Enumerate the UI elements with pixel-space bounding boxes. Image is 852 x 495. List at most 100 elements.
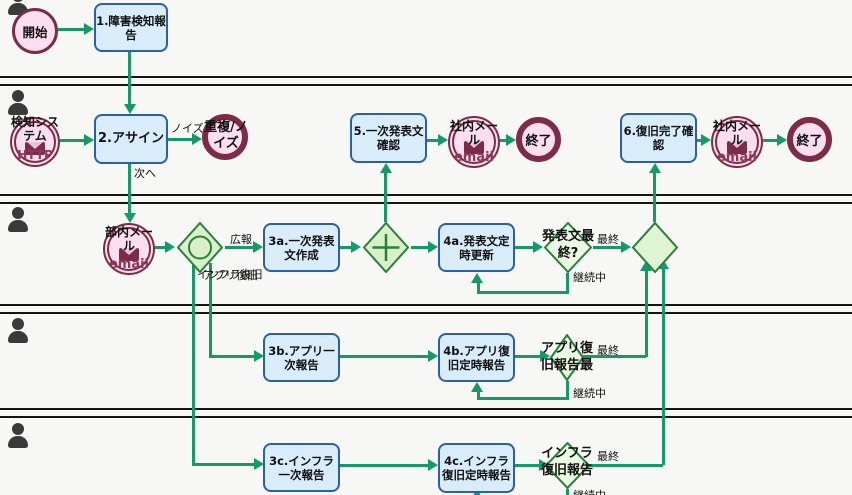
person-icon bbox=[6, 423, 30, 449]
flow-line bbox=[515, 464, 540, 467]
lane-divider-line bbox=[0, 76, 852, 78]
flow-line bbox=[653, 173, 656, 222]
person-icon bbox=[6, 90, 30, 116]
lane-divider-line bbox=[0, 304, 852, 306]
task-3c-infra-first-report[interactable]: 3c.インフラ 一次報告 bbox=[263, 443, 340, 492]
arrowhead bbox=[649, 163, 661, 173]
flow-line bbox=[763, 139, 778, 142]
arrowhead bbox=[380, 163, 392, 173]
flow-line bbox=[515, 246, 534, 249]
lane-divider-line bbox=[0, 84, 852, 86]
flow-line bbox=[384, 173, 387, 222]
arrowhead bbox=[253, 241, 263, 253]
flow-line bbox=[209, 355, 254, 358]
arrowhead bbox=[254, 350, 264, 362]
arrowhead bbox=[640, 261, 652, 271]
edge-label-pr: 広報 bbox=[230, 233, 252, 246]
envelope-icon bbox=[25, 141, 45, 155]
flow-line bbox=[697, 139, 702, 142]
arrowhead bbox=[351, 241, 361, 253]
arrowhead bbox=[540, 350, 550, 362]
flow-line bbox=[566, 489, 569, 495]
arrowhead bbox=[124, 104, 136, 114]
decision-gateway-app-recovery-final[interactable] bbox=[550, 334, 584, 381]
arrowhead bbox=[84, 134, 94, 146]
flow-line bbox=[566, 381, 569, 400]
flow-line bbox=[566, 273, 569, 294]
edge-label-next: 次へ bbox=[134, 167, 156, 180]
message-event-internal-mail-2[interactable] bbox=[711, 116, 763, 168]
envelope-icon bbox=[464, 140, 484, 154]
edge-label-branch-app: アプリ復旧 bbox=[203, 269, 258, 282]
lane-divider-line bbox=[0, 408, 852, 410]
task-4b-app-recovery-periodic-report[interactable]: 4b.アプリ復 旧定時報告 bbox=[438, 333, 515, 382]
task-5-first-announcement-check[interactable]: 5.一次発表文 確認 bbox=[350, 113, 427, 163]
edge-label-continue-a: 継続中 bbox=[573, 271, 606, 284]
flow-line bbox=[192, 463, 254, 466]
arrowhead bbox=[84, 23, 94, 35]
arrowhead bbox=[506, 134, 516, 146]
task-1-incident-detection-report[interactable]: 1.障害検知報 告 bbox=[94, 3, 168, 52]
message-event-detection-system[interactable] bbox=[10, 117, 60, 167]
end-event-1[interactable]: 終了 bbox=[516, 117, 561, 162]
inclusive-gateway-split[interactable] bbox=[177, 222, 223, 273]
flow-line bbox=[128, 52, 131, 104]
decision-gateway-infra-recovery-final[interactable] bbox=[545, 442, 590, 489]
flow-line bbox=[340, 355, 428, 358]
task-4a-announcement-periodic-update[interactable]: 4a.発表文定 時更新 bbox=[438, 223, 515, 272]
message-event-internal-mail-1[interactable] bbox=[448, 116, 500, 168]
plus-icon bbox=[372, 234, 400, 261]
start-event[interactable]: 開始 bbox=[12, 8, 58, 54]
end-event-duplicate-noise[interactable] bbox=[202, 114, 248, 160]
arrowhead bbox=[428, 241, 438, 253]
flow-line bbox=[477, 283, 480, 293]
end-event-label: 終了 bbox=[525, 134, 552, 149]
person-icon bbox=[6, 207, 30, 233]
flow-line bbox=[515, 355, 541, 358]
merge-gateway[interactable] bbox=[632, 222, 678, 273]
lane-divider-line bbox=[0, 194, 852, 196]
flow-line bbox=[662, 269, 665, 465]
arrowhead bbox=[701, 134, 711, 146]
message-event-department-mail[interactable] bbox=[103, 223, 155, 275]
flow-line bbox=[500, 139, 507, 142]
edge-label-final-b: 最終 bbox=[597, 344, 619, 357]
arrowhead bbox=[428, 350, 438, 362]
task-3b-app-first-report[interactable]: 3b.アプリ一 次報告 bbox=[263, 333, 340, 382]
parallel-gateway[interactable] bbox=[363, 222, 409, 273]
start-event-label: 開始 bbox=[22, 24, 48, 40]
flow-line bbox=[477, 291, 569, 294]
arrowhead bbox=[471, 382, 483, 392]
lane-divider-line bbox=[0, 312, 852, 314]
task-4c-infra-recovery-periodic-report[interactable]: 4c.インフラ 復旧定時報告 bbox=[438, 443, 515, 493]
flow-line bbox=[340, 464, 428, 467]
edge-label-branch-infra: インフラ復旧 bbox=[197, 268, 263, 281]
flow-line bbox=[155, 246, 166, 249]
edge-label-noise: ノイズ bbox=[171, 122, 204, 135]
flow-line bbox=[645, 271, 648, 357]
arrowhead bbox=[471, 273, 483, 283]
flow-line bbox=[593, 246, 622, 249]
task-6-recovery-complete-check[interactable]: 6.復旧完了確 認 bbox=[620, 113, 697, 163]
flow-line bbox=[411, 246, 429, 249]
flow-line bbox=[583, 355, 646, 358]
event-sub-email-1: email bbox=[453, 150, 495, 165]
task-3a-first-announcement-draft[interactable]: 3a.一次発表 文作成 bbox=[263, 223, 340, 272]
envelope-icon bbox=[119, 247, 139, 261]
flow-line bbox=[340, 246, 352, 249]
edge-label-final-a: 最終 bbox=[597, 233, 619, 246]
event-sub-email-2: email bbox=[716, 150, 758, 165]
flow-line bbox=[477, 397, 569, 400]
task-2-assign[interactable]: 2.アサイン bbox=[94, 114, 168, 164]
flow-line bbox=[209, 263, 212, 356]
flow-line bbox=[60, 139, 84, 142]
event-sub-http: HTTP bbox=[17, 148, 53, 162]
edge-label-continue-c: 継続中 bbox=[573, 487, 606, 495]
person-icon bbox=[6, 318, 30, 344]
end-event-2[interactable]: 終了 bbox=[787, 117, 832, 162]
arrowhead bbox=[438, 134, 448, 146]
decision-gateway-announcement-final[interactable] bbox=[544, 222, 592, 273]
arrowhead bbox=[428, 459, 438, 471]
flow-line bbox=[58, 28, 84, 31]
